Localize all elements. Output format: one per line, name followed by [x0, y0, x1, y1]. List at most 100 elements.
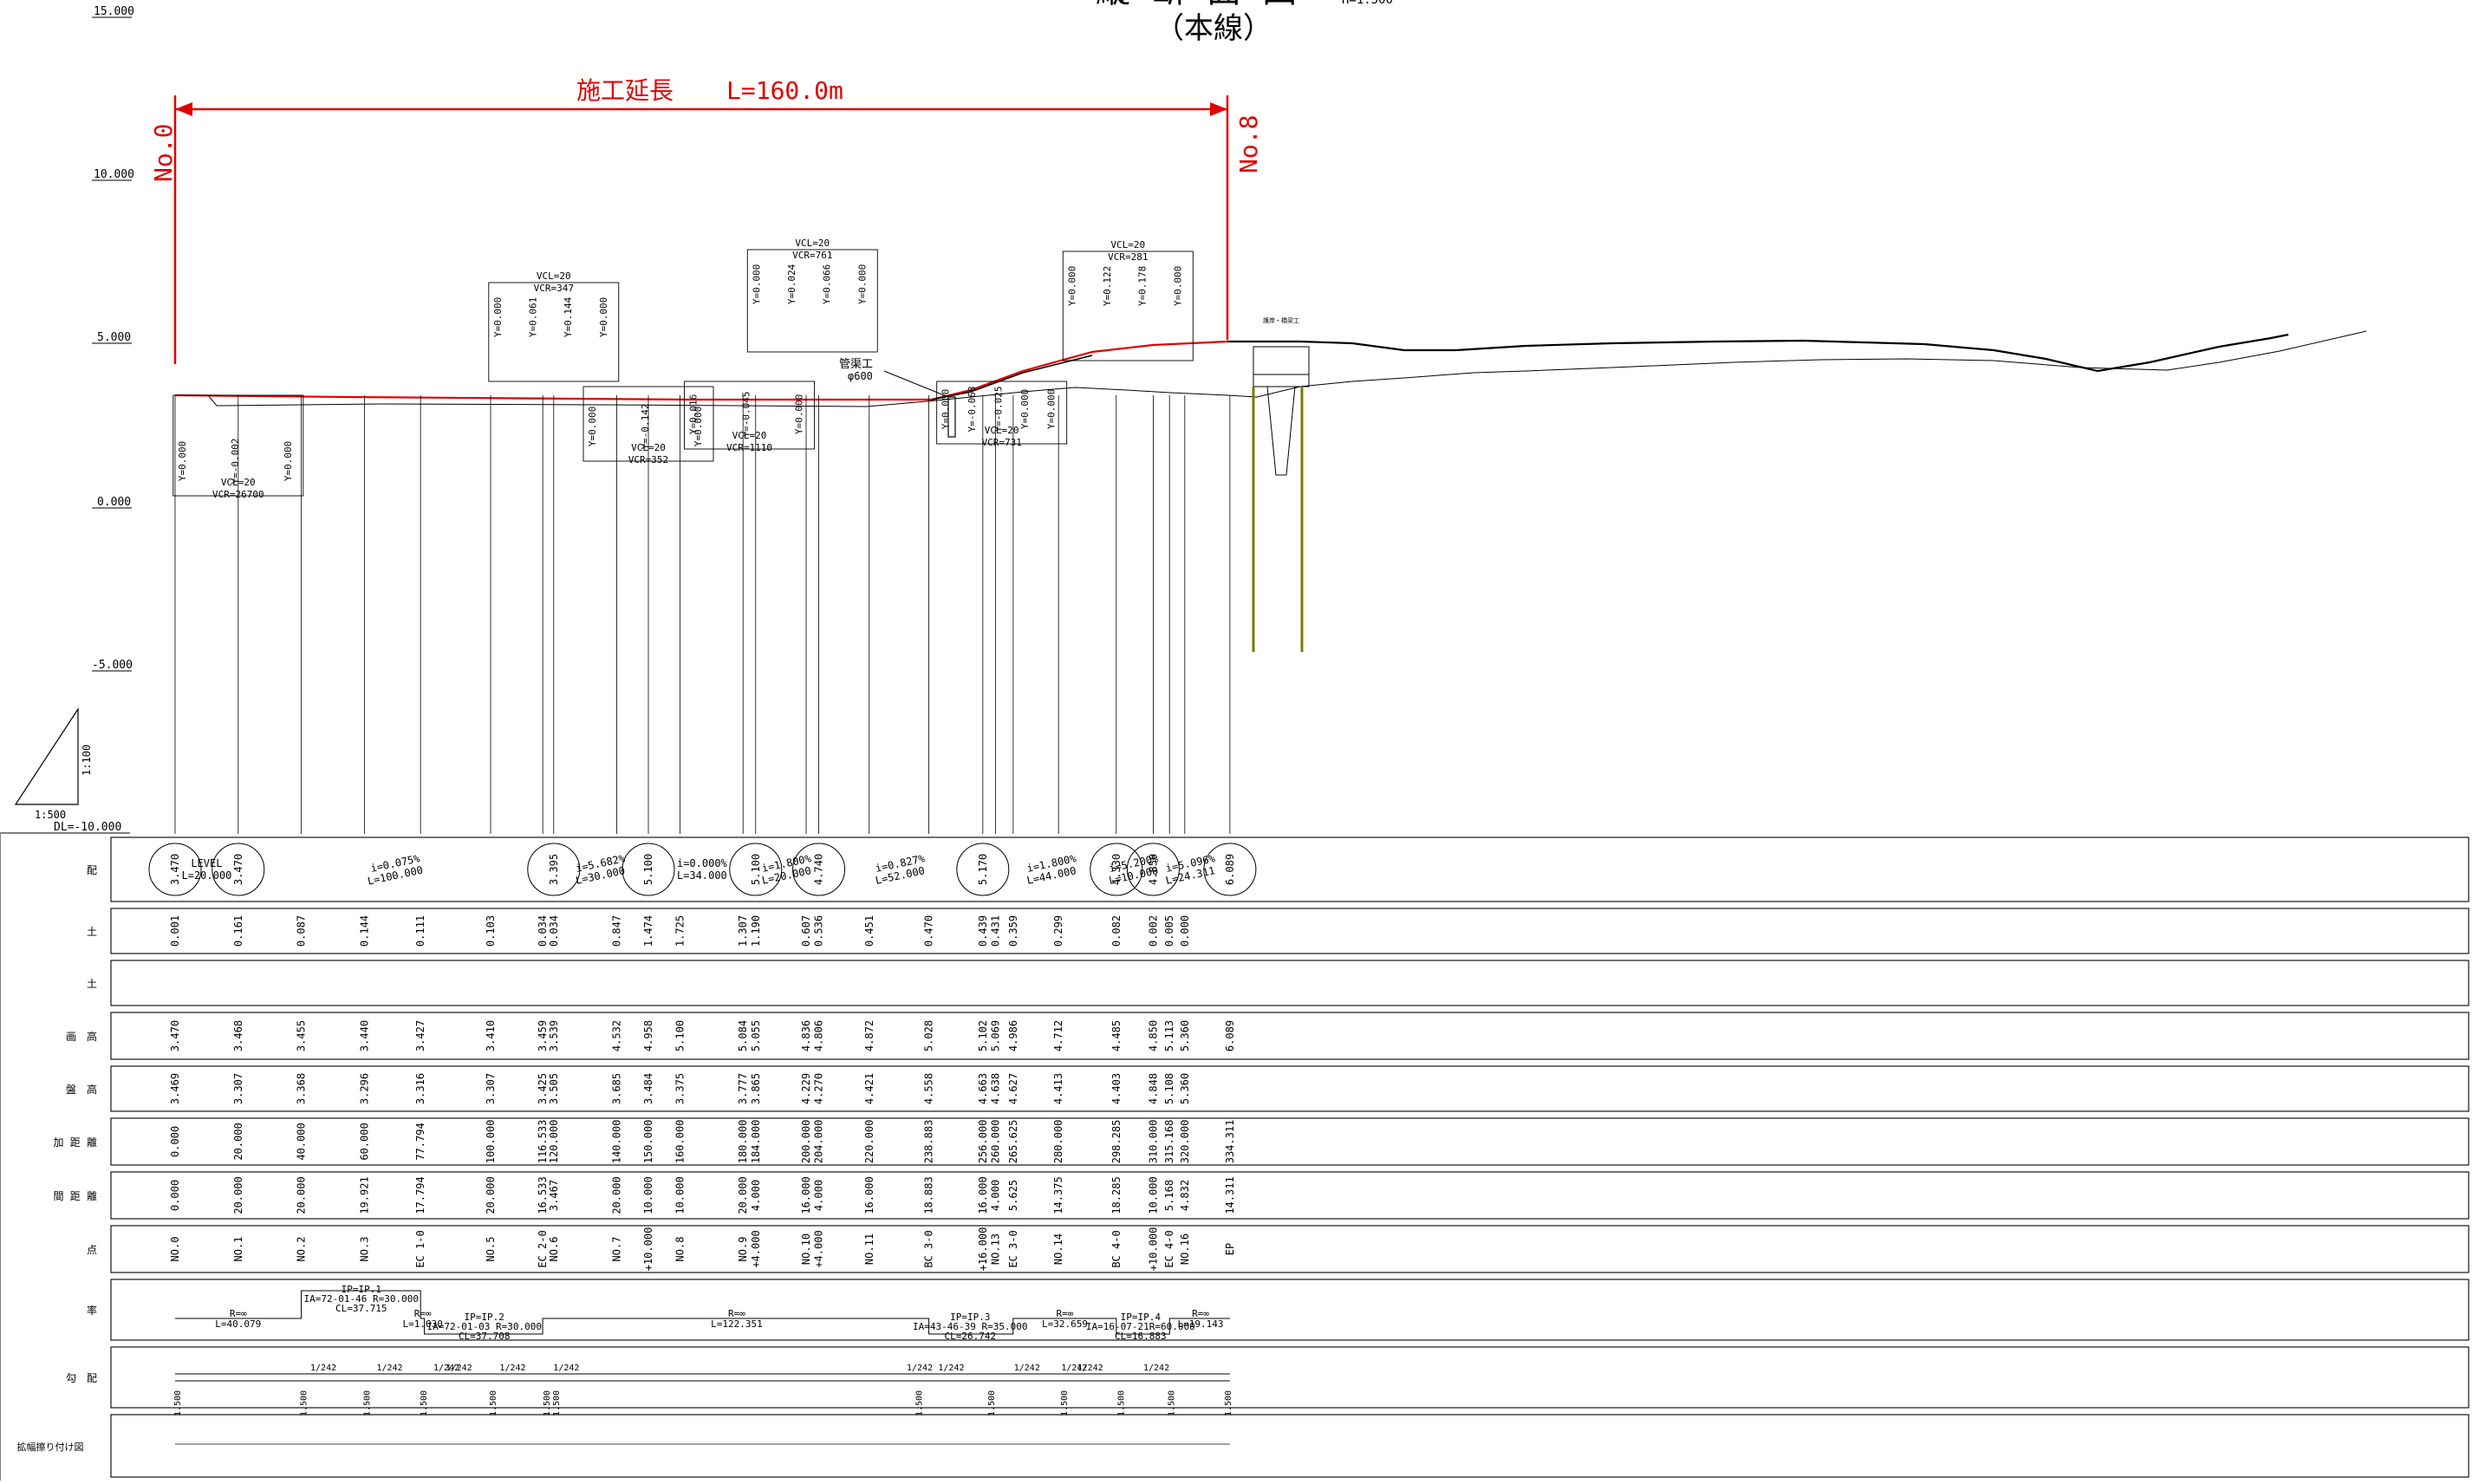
- table-row-frame: [110, 1012, 2470, 1060]
- slope-unit: 1/242: [376, 1364, 402, 1373]
- table-row-frame: [110, 1346, 2470, 1409]
- table-cell-kaso: 3.459: [537, 1020, 549, 1051]
- table-cell-point: EC 2-0: [537, 1230, 549, 1267]
- vcr-label: VCR=761: [792, 250, 832, 261]
- table-cell-interval: 10.000: [1147, 1176, 1159, 1214]
- vcurve-y: Y=-0.025: [993, 387, 1005, 433]
- slope-value: 1.500: [1224, 1390, 1233, 1416]
- table-row-label: 画 高: [66, 1030, 97, 1043]
- table-row-label: 拡幅擦り付け図: [17, 1441, 84, 1453]
- vcurve-box: [684, 381, 815, 450]
- vcurve-y: Y=0.000: [587, 407, 598, 446]
- table-row-frame: [110, 1414, 2470, 1478]
- slope-value: 1.500: [300, 1390, 309, 1416]
- table-cell-point: NO.7: [611, 1237, 623, 1262]
- extent-length: L=160.0m: [726, 76, 843, 105]
- table-cell-kaso: 4.532: [611, 1020, 623, 1051]
- scale-triangle: 1:100 1:500: [14, 706, 93, 821]
- slope-unit: 1/242: [938, 1364, 964, 1373]
- slope-value: 1.500: [362, 1390, 372, 1416]
- construction-extent: 施工延長 L=160.0m No.0 No.8: [149, 76, 1263, 364]
- curve-cl: CL=26.742: [944, 1331, 996, 1342]
- table-cell-kaso: 5.100: [674, 1020, 686, 1051]
- table-cell-interval: 5.625: [1007, 1180, 1019, 1211]
- slope-value: 1.500: [552, 1390, 562, 1416]
- table-cell-add: 116.533: [537, 1120, 549, 1164]
- table-cell-add: 0.000: [169, 1126, 181, 1157]
- table-cell-add: 120.000: [548, 1120, 560, 1164]
- table-row-frame: [110, 960, 2470, 1006]
- vcurve-y: Y=0.144: [563, 296, 574, 337]
- table-cell-add: 315.168: [1163, 1120, 1175, 1164]
- curve-l: L=1.030: [403, 1318, 443, 1330]
- grade-circle: [956, 843, 1010, 896]
- table-cell-jiban: 3.469: [169, 1073, 181, 1104]
- table-cell-kaso: 4.712: [1052, 1020, 1064, 1051]
- slope-value: 1.500: [1168, 1390, 1177, 1416]
- grade-circle: [1126, 843, 1180, 896]
- grade-circle: [527, 843, 581, 896]
- grade-circle-value: 5.100: [750, 854, 762, 885]
- vcurve-box: [746, 249, 878, 353]
- grade-circle-value: 5.170: [977, 854, 989, 885]
- table-cell-jiban: 3.307: [485, 1073, 497, 1104]
- table-cell-jiban: 3.375: [674, 1073, 686, 1104]
- slope-unit: 1/242: [1061, 1364, 1087, 1373]
- table-cell-add: 265.625: [1007, 1120, 1019, 1164]
- table-cell-interval: 20.000: [296, 1176, 308, 1214]
- table-row-label: 加 距 離: [54, 1136, 97, 1149]
- table-cell-kaso: 3.468: [232, 1020, 244, 1051]
- table-cell-point: NO.10: [800, 1233, 812, 1265]
- table-cell-jiban: 3.425: [537, 1073, 549, 1104]
- table-cell-jiban: 4.270: [813, 1073, 825, 1104]
- table-cell-point: NO.6: [548, 1237, 560, 1262]
- vcurve-y: Y=0.000: [598, 297, 609, 337]
- table-row-label: 配: [87, 864, 97, 876]
- profile-lines: [174, 330, 2367, 407]
- table-cell-jiban: 3.484: [642, 1073, 654, 1104]
- table-cell-point: NO.9: [737, 1237, 749, 1262]
- table-cell-kaso: 4.850: [1147, 1020, 1159, 1051]
- table-cell-point: NO.1: [232, 1237, 244, 1262]
- table-cell-jiban: 3.777: [737, 1073, 749, 1104]
- slope-unit: 1/242: [433, 1364, 459, 1373]
- table-cell-kaso: 6.089: [1224, 1020, 1236, 1051]
- curve-ia: IA=72-01-46 R=30.000: [304, 1293, 419, 1305]
- table-cell-cut: 1.307: [737, 915, 749, 947]
- table-cell-kaso: 4.872: [863, 1020, 875, 1051]
- design-grade-line: [174, 340, 1228, 401]
- table-row-frame: [110, 908, 2470, 954]
- grade-length: L=20.000: [182, 869, 232, 882]
- slope-unit: 1/242: [553, 1364, 579, 1373]
- elev-tick: 5.000: [97, 331, 131, 344]
- title-scale: H=1:500: [1342, 0, 1393, 7]
- elev-tick: -5.000: [92, 659, 133, 672]
- datum-label: DL=-10.000: [54, 821, 121, 834]
- table-cell-kaso: 4.806: [813, 1020, 825, 1051]
- vcr-label: VCR=347: [534, 283, 574, 294]
- slope-value: 1.500: [987, 1390, 997, 1416]
- elev-tick: 0.000: [97, 496, 131, 509]
- table-cell-kaso: 5.069: [989, 1020, 1001, 1051]
- grade-circle: [729, 843, 783, 896]
- table-cell-point: +16.000: [977, 1227, 989, 1272]
- table-cell-add: 77.794: [414, 1123, 426, 1160]
- table-cell-point: BC 4-0: [1110, 1230, 1123, 1267]
- table-cell-point: BC 3-0: [923, 1230, 935, 1267]
- table-cell-jiban: 4.558: [923, 1073, 935, 1104]
- grade-percent: i=0.000%: [677, 857, 728, 869]
- station-lines: [174, 395, 1231, 834]
- end-station: No.8: [1234, 115, 1263, 173]
- table-cell-add: 260.000: [989, 1120, 1001, 1164]
- table-cell-add: 256.000: [977, 1120, 989, 1164]
- grade-circle: [212, 843, 265, 896]
- table-cell-add: 184.000: [750, 1120, 762, 1164]
- grade-circle-value: 3.395: [548, 854, 560, 885]
- table-cell-interval: 20.000: [611, 1176, 623, 1214]
- grade-circle: [1090, 843, 1143, 896]
- table-cell-kaso: 5.028: [923, 1020, 935, 1051]
- grade-circle-value: 3.470: [232, 854, 244, 885]
